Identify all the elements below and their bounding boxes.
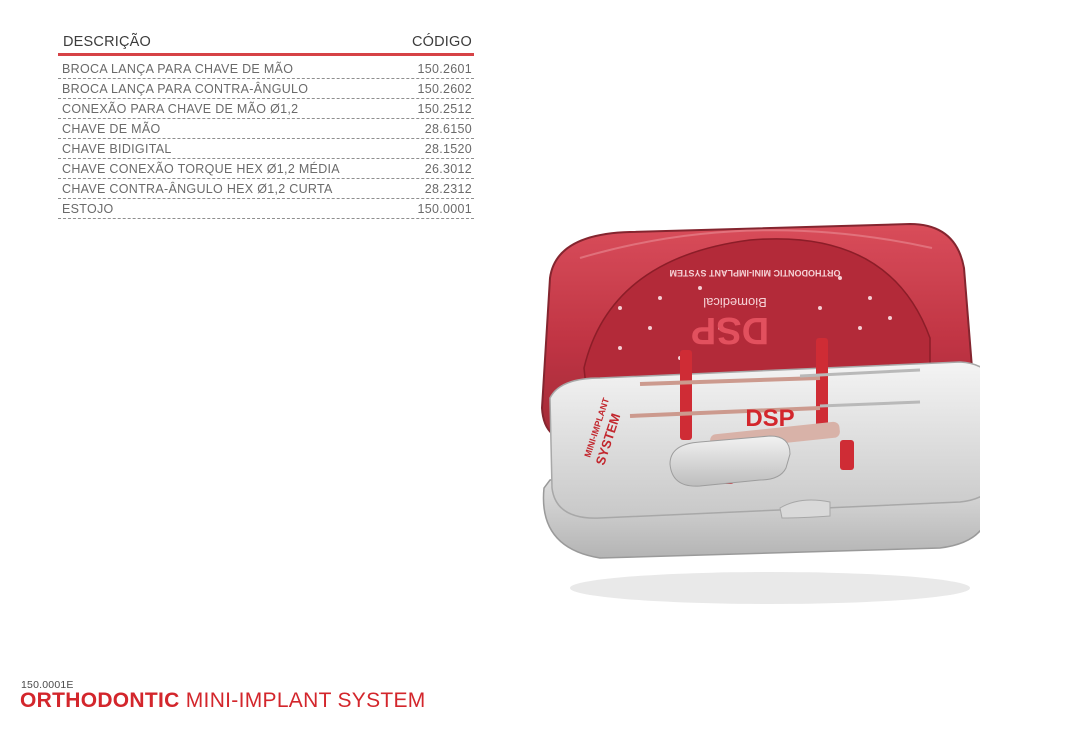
product-title: ORTHODONTIC MINI-IMPLANT SYSTEM	[20, 689, 426, 713]
row-description: ESTOJO	[62, 201, 114, 216]
row-code: 28.1520	[424, 141, 472, 156]
row-code: 26.3012	[424, 161, 472, 176]
header-code: CÓDIGO	[411, 34, 472, 50]
row-description: CHAVE BIDIGITAL	[62, 141, 172, 156]
table-row: CHAVE BIDIGITAL 28.1520	[58, 139, 474, 159]
lid-brand-logo: DSP	[691, 309, 769, 351]
header-description: DESCRIÇÃO	[63, 34, 152, 50]
table-row: CHAVE CONTRA-ÂNGULO HEX Ø1,2 CURTA 28.231…	[58, 179, 474, 199]
row-description: BROCA LANÇA PARA CONTRA-ÂNGULO	[62, 81, 309, 96]
shadow	[570, 572, 970, 604]
row-code: 28.6150	[424, 121, 472, 136]
lid-brand-sub: Biomedical	[703, 295, 767, 310]
table-header: DESCRIÇÃO CÓDIGO	[58, 34, 474, 56]
table-row: ESTOJO 150.0001	[58, 199, 474, 219]
row-description: CHAVE DE MÃO	[62, 121, 161, 136]
table-row: CHAVE DE MÃO 28.6150	[58, 119, 474, 139]
product-title-rest: MINI-IMPLANT SYSTEM	[185, 689, 426, 712]
row-code: 150.2602	[417, 81, 472, 96]
row-description: BROCA LANÇA PARA CHAVE DE MÃO	[62, 61, 294, 76]
row-description: CHAVE CONEXÃO TORQUE HEX Ø1,2 MÉDIA	[62, 161, 340, 176]
product-title-bold: ORTHODONTIC	[20, 689, 180, 712]
table-rows: BROCA LANÇA PARA CHAVE DE MÃO 150.2601 BR…	[58, 59, 474, 219]
row-code: 150.0001	[417, 201, 472, 216]
table-row: BROCA LANÇA PARA CONTRA-ÂNGULO 150.2602	[58, 79, 474, 99]
row-description: CHAVE CONTRA-ÂNGULO HEX Ø1,2 CURTA	[62, 181, 333, 196]
product-code: 150.0001E	[21, 679, 74, 691]
table-row: BROCA LANÇA PARA CHAVE DE MÃO 150.2601	[58, 59, 474, 79]
parts-table: DESCRIÇÃO CÓDIGO BROCA LANÇA PARA CHAVE …	[58, 34, 474, 219]
row-code: 28.2312	[424, 181, 472, 196]
tray-brand-logo: DSP	[745, 405, 794, 432]
table-row: CHAVE CONEXÃO TORQUE HEX Ø1,2 MÉDIA 26.30…	[58, 159, 474, 179]
row-code: 150.2601	[417, 61, 472, 76]
product-case-image: ORTHODONTIC MINI-IMPLANT SYSTEM Biomedic…	[540, 222, 980, 604]
row-description: CONEXÃO PARA CHAVE DE MÃO Ø1,2	[62, 101, 299, 116]
lid-arc-text: ORTHODONTIC MINI-IMPLANT SYSTEM	[670, 268, 841, 278]
row-code: 150.2512	[417, 101, 472, 116]
table-row: CONEXÃO PARA CHAVE DE MÃO Ø1,2 150.2512	[58, 99, 474, 119]
hand-key-handle	[669, 435, 791, 487]
